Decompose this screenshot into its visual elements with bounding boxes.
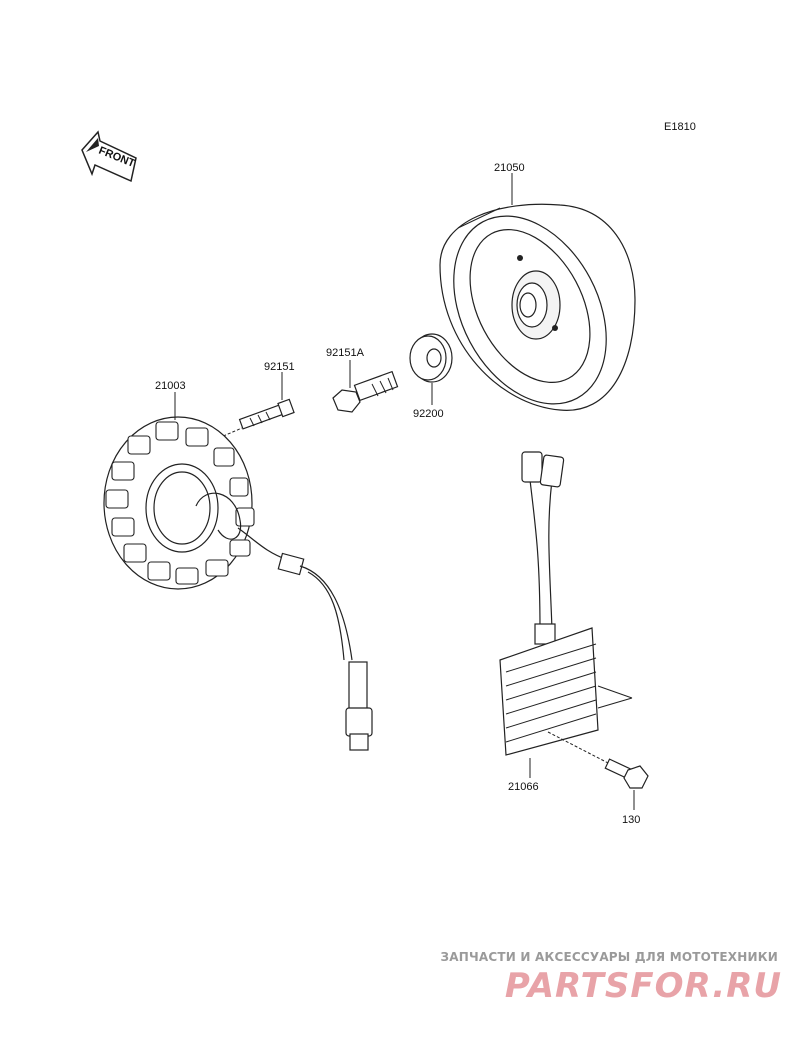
bolt-flywheel-part[interactable]: [332, 370, 399, 413]
washer-part[interactable]: [409, 333, 453, 383]
watermark-logo[interactable]: PARTSFOR.RU: [504, 966, 782, 1006]
diagram-code: E1810: [664, 121, 696, 133]
label-stator[interactable]: 21003: [155, 380, 186, 392]
stator-part[interactable]: [103, 416, 289, 590]
watermark-tagline: ЗАПЧАСТИ И АКСЕССУАРЫ ДЛЯ МОТОТЕХНИКИ: [440, 950, 778, 964]
label-bolt-flywheel[interactable]: 92151A: [326, 347, 365, 359]
bolt-regulator-part[interactable]: [604, 758, 649, 789]
bolt-stator-part[interactable]: [213, 398, 295, 441]
stator-wire-connector: [277, 552, 373, 751]
label-bolt-regulator[interactable]: 130: [622, 814, 640, 826]
label-regulator[interactable]: 21066: [508, 781, 539, 793]
flywheel-part[interactable]: [423, 190, 637, 430]
label-flywheel[interactable]: 21050: [494, 162, 525, 174]
front-arrow-icon: FRONT: [81, 130, 137, 183]
label-bolt-stator[interactable]: 92151: [264, 361, 295, 373]
regulator-part[interactable]: [499, 451, 633, 766]
label-washer[interactable]: 92200: [413, 408, 444, 420]
